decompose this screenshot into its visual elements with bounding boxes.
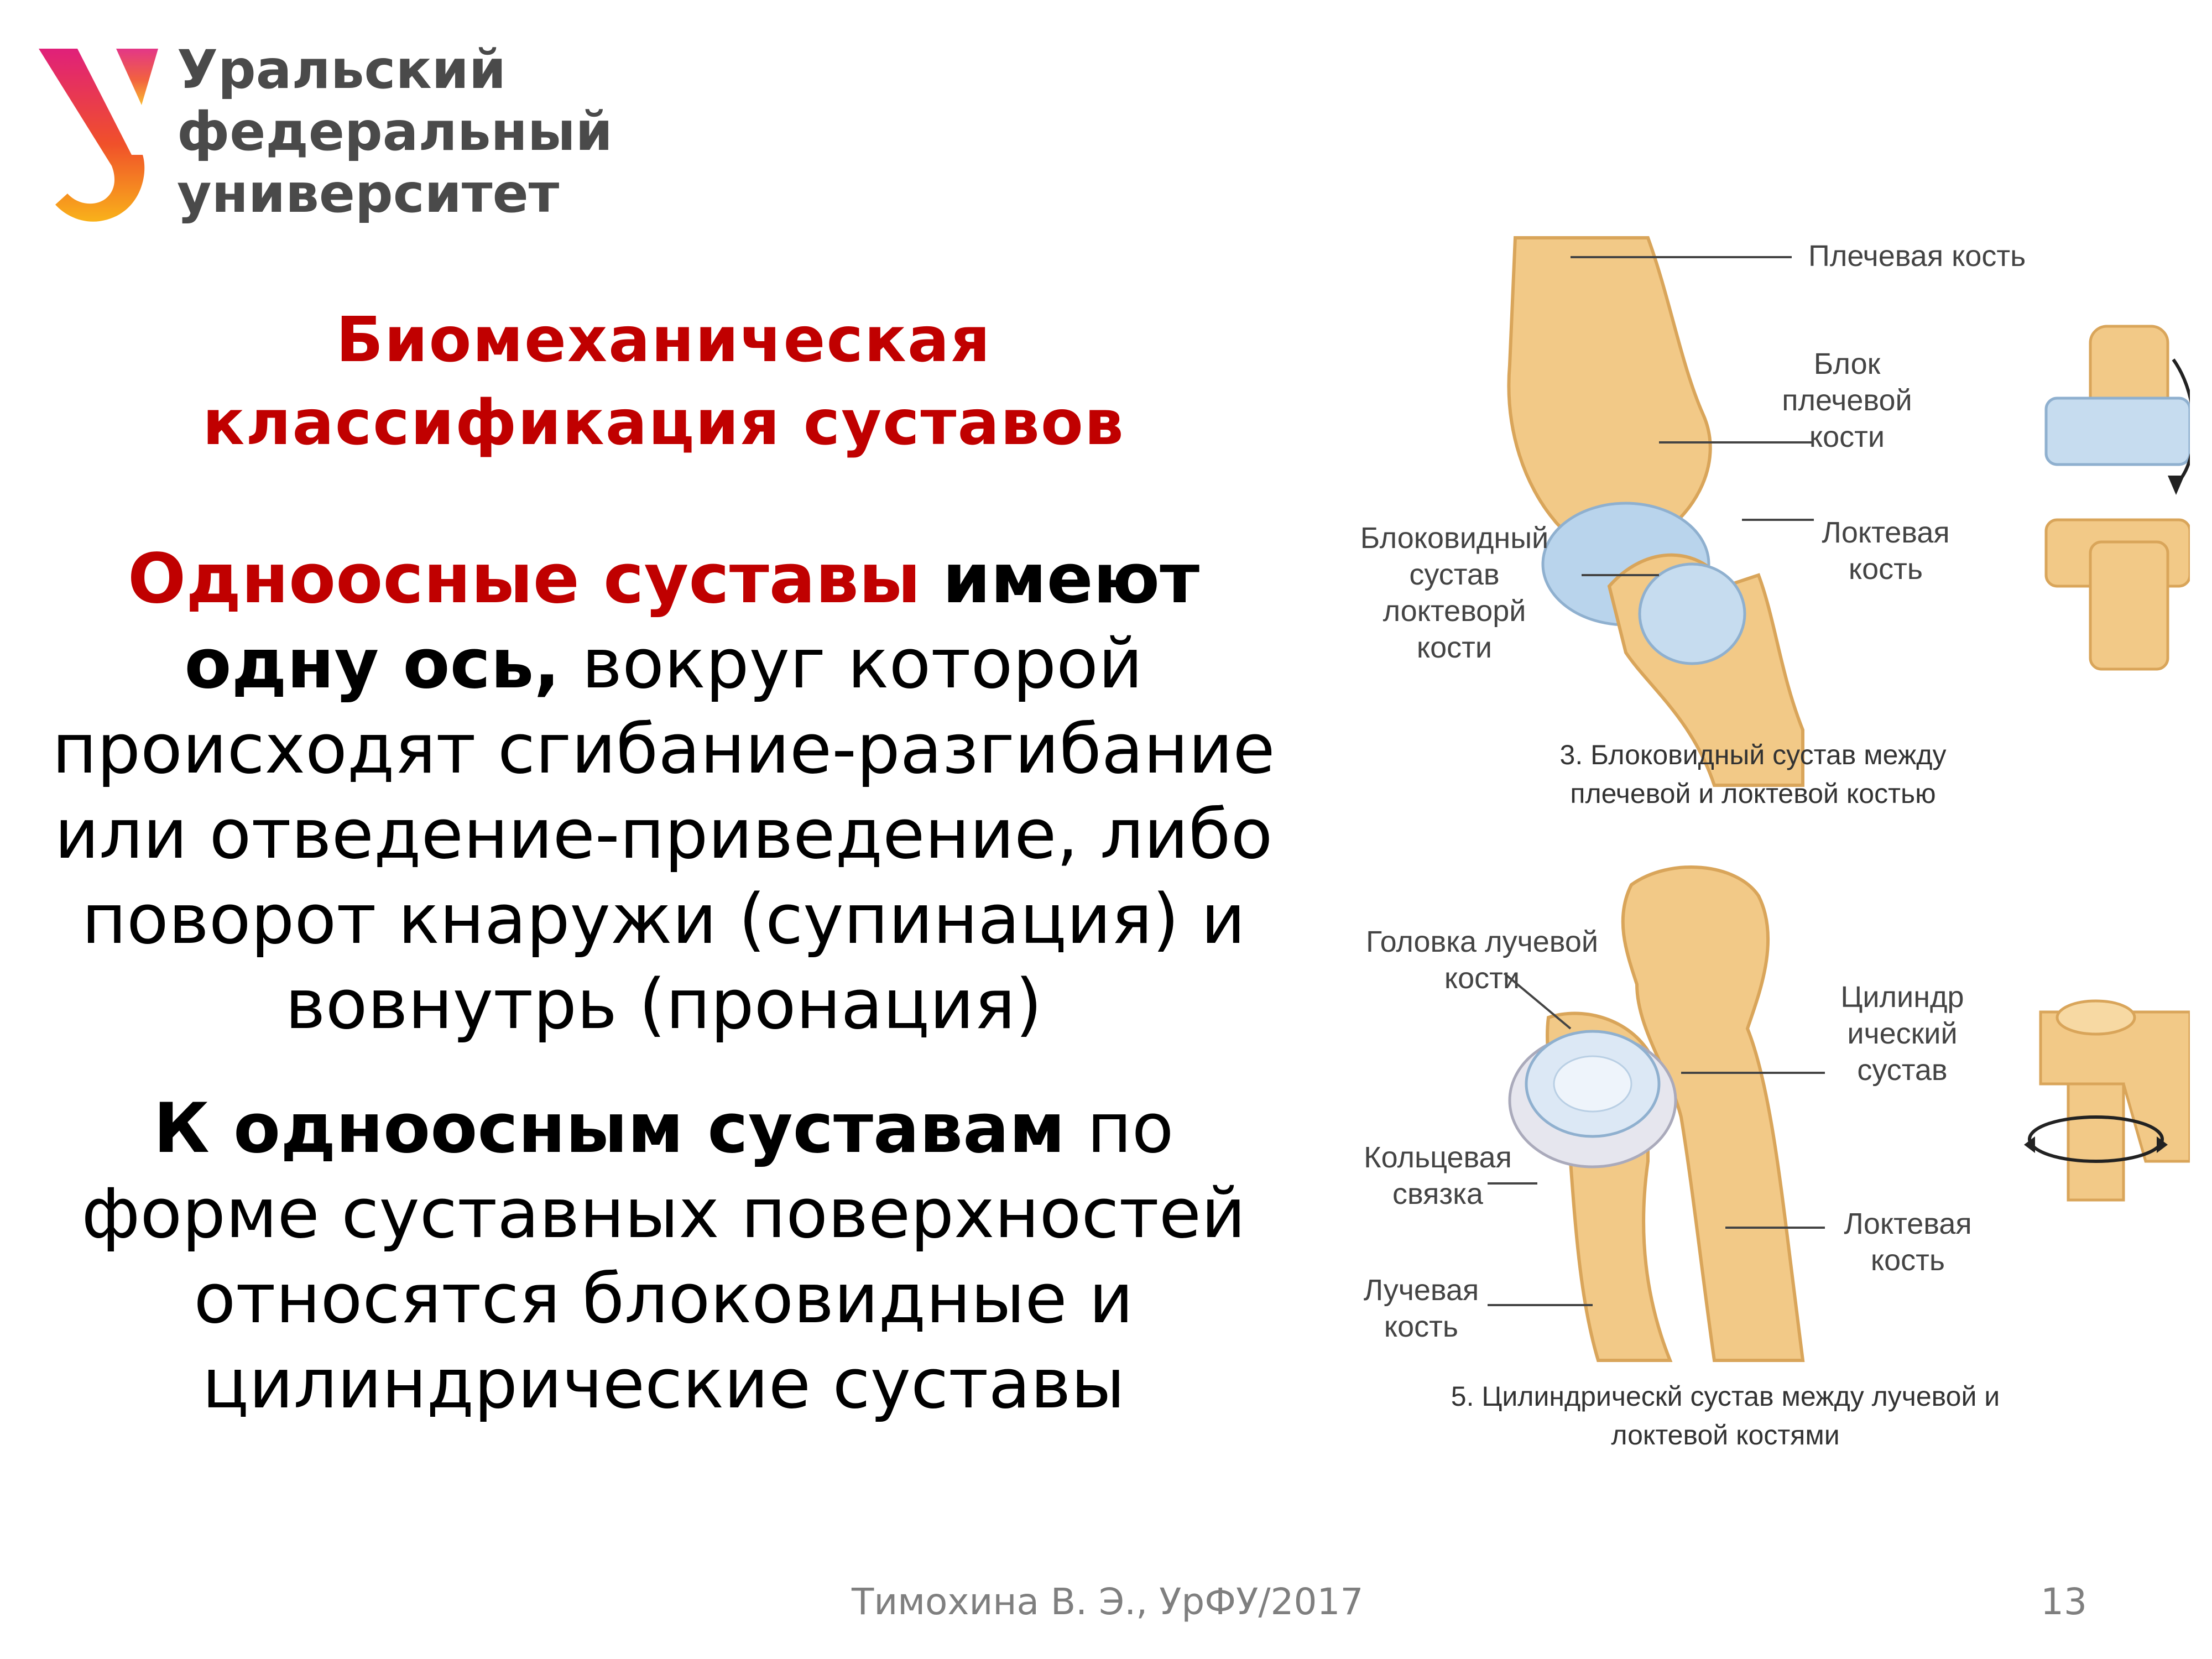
paragraph-uniaxial-text: вокруг которой происходят сгибание-разги… — [52, 624, 1275, 1045]
label-ulna-1: Локтевая кость — [1822, 516, 1950, 586]
paragraph-types: К одноосным суставам по форме суставных … — [44, 1086, 1283, 1427]
slide-title: Биомеханическая классификация суставов — [44, 299, 1283, 465]
hinge-joint-illustration — [1507, 236, 2196, 787]
label-humerus: Плечевая кость — [1808, 239, 2026, 273]
label-radius: Лучевая кость — [1363, 1274, 1479, 1343]
pivot-joint-illustration — [1488, 865, 2192, 1362]
title-line-2: классификация суставов — [202, 387, 1125, 459]
caption-hinge: 3. Блоковидный сустав между плечевой и л… — [1559, 739, 1947, 809]
title-line-1: Биомеханическая — [336, 304, 992, 376]
caption-pivot: 5. Цилиндрическй сустав между лучевой и … — [1451, 1381, 2000, 1451]
footer-author: Тимохина В. Э., УрФУ/2017 — [852, 1580, 1364, 1623]
paragraph-types-text: по форме суставных поверхностей относятс… — [81, 1089, 1246, 1424]
pivot-joint-figure: Головка лучевой кости Цилиндр ический су… — [1338, 852, 2192, 1477]
paragraph-uniaxial: Одноосные суставы имеют одну ось, вокруг… — [44, 536, 1283, 1047]
university-logo: Уральский федеральный университет — [33, 39, 641, 249]
term-uniaxial: Одноосные суставы — [127, 539, 921, 619]
label-trochlea: Блок плечевой кости — [1782, 347, 1912, 453]
logo-line-3: университет — [177, 163, 560, 225]
page-number: 13 — [2041, 1580, 2087, 1623]
text-column: Биомеханическая классификация суставов О… — [44, 299, 1283, 1427]
logo-line-2: федеральный — [177, 101, 613, 163]
logo-text: Уральский федеральный университет — [177, 39, 613, 225]
label-ulna-2: Локтевая кость — [1844, 1207, 1972, 1277]
hinge-joint-figure: Плечевая кость Блок плечевой кости Блоко… — [1338, 232, 2196, 841]
logo-line-1: Уральский — [177, 39, 507, 101]
label-radial-head: Головка лучевой кости — [1365, 925, 1599, 995]
term-one-axis: имеют одну ось, — [184, 539, 1200, 704]
label-annular-ligament: Кольцевая связка — [1364, 1141, 1512, 1211]
label-cylindrical-joint: Цилиндр ический сустав — [1840, 980, 1964, 1087]
term-to-uniaxial: К одноосным суставам — [153, 1089, 1066, 1168]
urfu-logo-icon — [39, 49, 158, 222]
label-hinge-joint: Блоковидный сустав локтеворй кости — [1360, 521, 1549, 664]
